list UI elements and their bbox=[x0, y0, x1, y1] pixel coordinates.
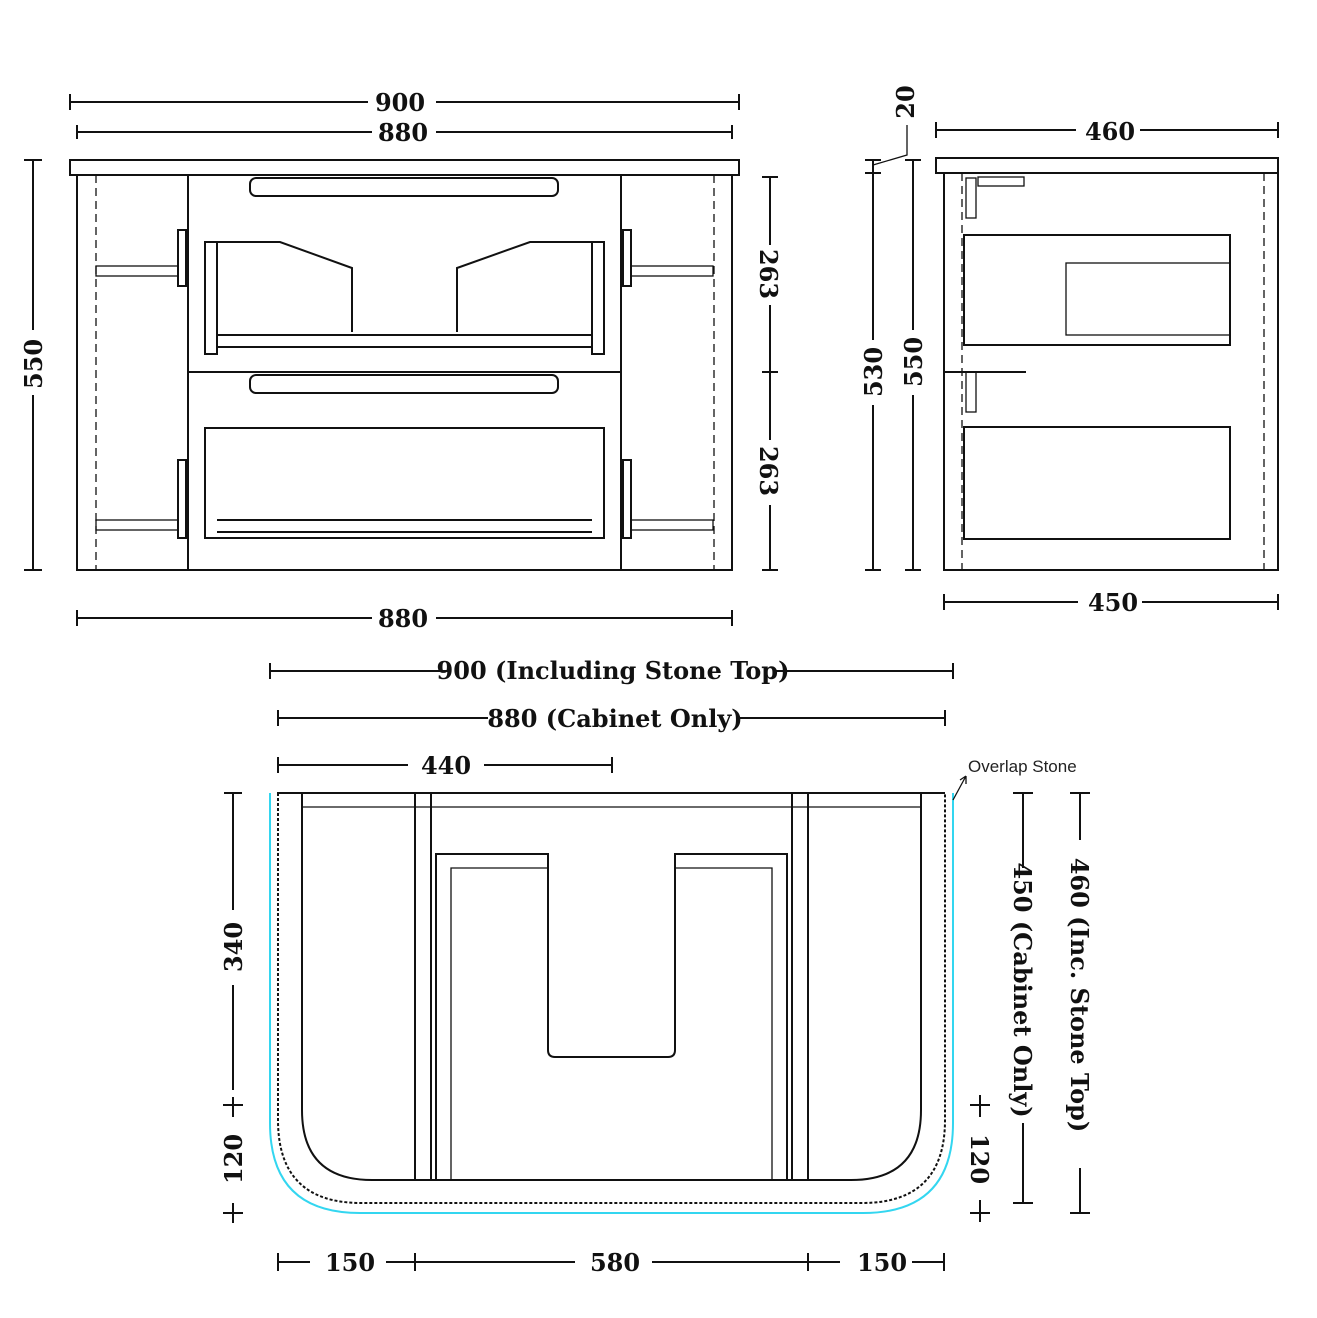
dim-left-section: 150 bbox=[325, 1248, 375, 1277]
dim-depth-straight: 340 bbox=[219, 922, 248, 972]
stone-outline bbox=[269, 793, 954, 1214]
dim-right-section: 150 bbox=[857, 1248, 907, 1277]
overlap-stone-label: Overlap Stone bbox=[968, 757, 1077, 776]
dim-cabinet-depth: 450 bbox=[1088, 588, 1138, 617]
dim-center-section: 580 bbox=[590, 1248, 640, 1277]
dim-depth-cabinet: 450 (Cabinet Only) bbox=[1008, 862, 1037, 1117]
dim-overall-width: 900 bbox=[375, 88, 425, 117]
dim-corner-left: 120 bbox=[219, 1134, 248, 1184]
dim-depth-stone: 460 (Inc. Stone Top) bbox=[1065, 858, 1094, 1133]
stone-top bbox=[69, 159, 740, 176]
dim-cabinet-width: 880 bbox=[378, 118, 428, 147]
dim-height: 550 bbox=[19, 339, 48, 389]
dim-width-with-stone: 900 (Including Stone Top) bbox=[437, 656, 790, 685]
cabinet-body bbox=[76, 174, 733, 571]
dim-stone-depth: 460 bbox=[1085, 117, 1135, 146]
dim-width-cabinet: 880 (Cabinet Only) bbox=[487, 704, 742, 733]
side-view: 460 20 530 550 450 bbox=[859, 85, 1279, 617]
front-view: 900 880 550 263 263 880 bbox=[19, 88, 783, 633]
dim-corner-right: 120 bbox=[965, 1134, 994, 1184]
plan-view: 900 (Including Stone Top) 880 (Cabinet O… bbox=[219, 656, 1094, 1277]
drawer-handle-lower bbox=[249, 374, 559, 394]
dim-bottom-width: 880 bbox=[378, 604, 428, 633]
dim-drawer-upper: 263 bbox=[754, 249, 783, 299]
drawer-handle-upper bbox=[249, 177, 559, 197]
dim-overall-height: 550 bbox=[899, 337, 928, 387]
dim-stone-thickness: 20 bbox=[891, 85, 920, 118]
dim-half-width: 440 bbox=[421, 751, 471, 780]
dim-cabinet-height: 530 bbox=[859, 347, 888, 397]
dim-drawer-lower: 263 bbox=[754, 446, 783, 496]
